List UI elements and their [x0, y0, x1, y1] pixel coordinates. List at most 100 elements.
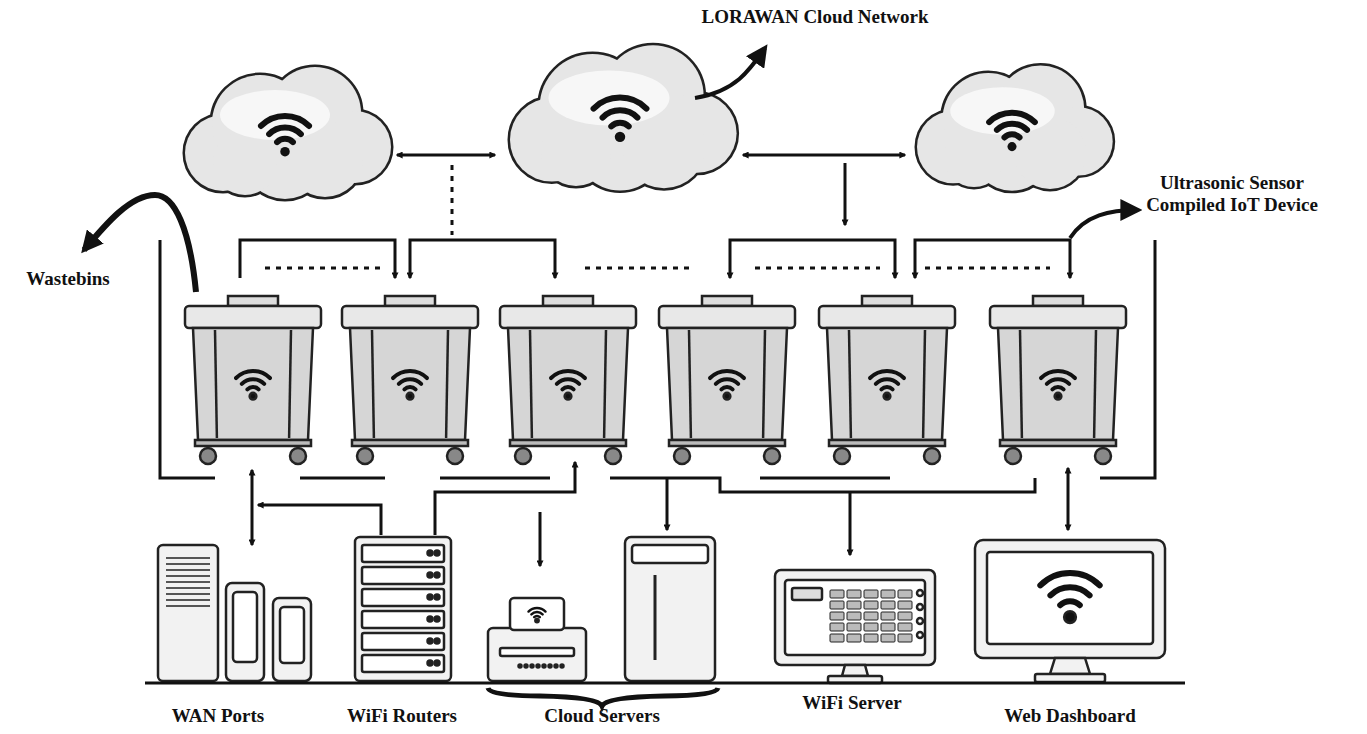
device-icon: [428, 661, 433, 666]
cloud-icon: [510, 45, 737, 190]
connector-wire: [743, 154, 905, 157]
wastebin-icon: [1055, 393, 1062, 400]
cloud-icon: [280, 147, 290, 157]
device-icon: [233, 592, 257, 662]
device-label-box: Cloud Servers: [544, 705, 660, 727]
wastebin-icon: [543, 296, 593, 306]
wastebin-icon: [764, 448, 780, 464]
wastebin-icon: [1041, 371, 1075, 378]
device-name: Web Dashboard: [1004, 705, 1135, 727]
device-icon: [362, 589, 444, 606]
device-icon: [785, 580, 925, 655]
device-icon: [917, 618, 923, 624]
device-icon: [166, 599, 210, 601]
device-icon: [1064, 611, 1076, 623]
device-icon: [881, 634, 895, 642]
device-icon: [500, 648, 574, 656]
device-icon: [1050, 587, 1089, 595]
wastebin-icon: [228, 296, 278, 306]
device-name: Cloud Servers: [544, 705, 660, 727]
device-icon: [1035, 674, 1105, 682]
wastebin-icon: [352, 440, 468, 446]
wastebin-icon: [515, 448, 531, 464]
device-icon: [881, 623, 895, 631]
device-icon: [362, 633, 444, 650]
device-icon: [917, 604, 923, 610]
wastebin-icon: [342, 306, 478, 328]
wastebin-icon: [1052, 387, 1063, 389]
device-icon: [898, 634, 912, 642]
wastebin-icon: [404, 387, 415, 389]
wastebin-icon: [289, 330, 291, 438]
device-icon: [632, 545, 708, 563]
device-icon: [428, 551, 433, 556]
callout-label: Wastebins: [26, 268, 109, 290]
connector-wire: [440, 477, 550, 480]
device-icon: [792, 588, 822, 600]
device-icon: [625, 537, 715, 681]
connector-wire: [760, 477, 890, 480]
device-icon: [166, 605, 210, 607]
wastebin-icon: [407, 393, 414, 400]
wastebin-icon: [716, 379, 738, 384]
device-icon: [531, 612, 542, 614]
device-icon: [847, 590, 861, 598]
wastebin-icon: [508, 328, 628, 440]
device-icon: [1060, 601, 1080, 605]
device-icon: [166, 557, 210, 559]
device-icon: [987, 552, 1153, 644]
wastebin-icon: [200, 448, 216, 464]
device-icon: [166, 563, 210, 565]
connector-wire: [844, 163, 847, 225]
wastebin-icon: [290, 448, 306, 464]
wastebin-icon: [250, 393, 257, 400]
device-icon: [898, 623, 912, 631]
cloud-icon: [944, 126, 1005, 187]
device-icon: [864, 590, 878, 598]
device-icon: [830, 590, 844, 598]
device-icon: [842, 665, 868, 676]
wastebin-icon: [236, 371, 270, 378]
wastebin-icon: [185, 306, 321, 328]
device-icon: [529, 608, 546, 622]
device-icon: [435, 595, 440, 600]
cloud-icon: [541, 116, 611, 186]
connector-wire: [240, 240, 395, 278]
device-icon: [537, 665, 540, 668]
device-icon: [519, 665, 522, 668]
wastebin-icon: [884, 393, 891, 400]
device-icon: [435, 617, 440, 622]
device-icon: [435, 639, 440, 644]
device-icon: [561, 665, 564, 668]
callout-arrow: [1070, 210, 1138, 238]
connector-wire: [1067, 468, 1070, 530]
wastebin-icon: [185, 296, 1126, 464]
callout-label: Ultrasonic Sensor Compiled IoT Device: [1132, 172, 1332, 216]
device-icon: [435, 551, 440, 556]
wastebin-icon: [721, 387, 732, 389]
cloud-icon: [944, 126, 1005, 187]
device-icon: [543, 665, 546, 668]
cloud-icon: [185, 67, 391, 199]
wastebin-icon: [242, 379, 264, 384]
device-icon: [362, 567, 444, 584]
wastebin-icon: [557, 379, 579, 384]
device-icon: [917, 590, 923, 596]
cloud-icon: [213, 131, 277, 195]
cloud-icon: [261, 116, 309, 126]
device-icon: [488, 688, 718, 706]
device-icon: [428, 595, 433, 600]
device-icon: [864, 623, 878, 631]
wastebin-icon: [862, 296, 912, 306]
device-icon: [555, 665, 558, 668]
wastebin-icon: [870, 371, 904, 378]
device-icon: [525, 665, 528, 668]
device-icon: [830, 634, 844, 642]
wastebin-icon: [689, 330, 691, 438]
wastebin-icon: [551, 371, 585, 378]
device-icon: [510, 598, 564, 630]
device-icon: [881, 612, 895, 620]
wastebin-icon: [702, 296, 752, 306]
callout-arrow: [84, 48, 1138, 292]
